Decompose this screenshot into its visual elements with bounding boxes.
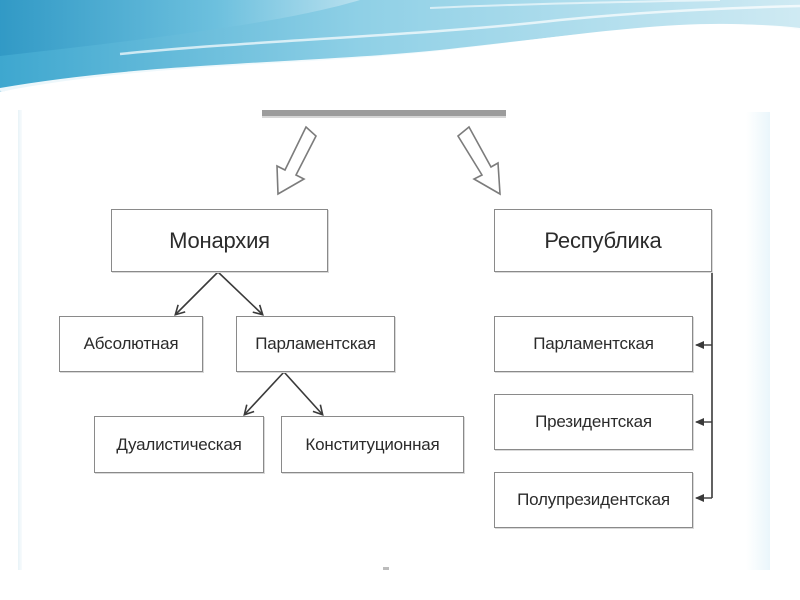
wave-highlight-1	[0, 24, 800, 92]
hollow-arrow-to-republic	[456, 125, 501, 196]
parliamentary-republic-label: Парламентская	[533, 334, 654, 353]
header-wave-banner	[0, 0, 800, 92]
wave-highlight-2	[119, 4, 800, 56]
monarchy-label: Монархия	[169, 227, 270, 253]
dualistic-monarchy-box: Дуалистическая	[94, 416, 264, 473]
parliamentary-republic-box: Парламентская	[494, 316, 693, 372]
constitutional-monarchy-box: Конституционная	[281, 416, 464, 473]
monarchy-box: Монархия	[111, 209, 328, 272]
arrow-monarchy-absolute	[174, 271, 219, 316]
arrow-parl-constitutional	[283, 371, 324, 416]
arrow-parl-dualistic	[243, 371, 285, 416]
bottom-dash-mark	[383, 567, 389, 570]
wave-highlight-3	[429, 0, 721, 9]
root-bar	[262, 110, 506, 116]
presidential-republic-label: Президентская	[535, 412, 652, 431]
semipresidential-republic-box: Полупрезидентская	[494, 472, 693, 528]
wave-band-front	[0, 0, 360, 56]
constitutional-monarchy-label: Конституционная	[305, 434, 440, 454]
absolute-monarchy-label: Абсолютная	[83, 334, 179, 353]
frame-edge-left	[18, 110, 24, 570]
root-bar-shadow	[262, 116, 506, 118]
dualistic-monarchy-label: Дуалистическая	[116, 434, 242, 454]
absolute-monarchy-box: Абсолютная	[59, 316, 203, 372]
parliamentary-monarchy-box: Парламентская	[236, 316, 395, 372]
semipresidential-republic-label: Полупрезидентская	[517, 490, 670, 509]
arrow-monarchy-parliamentary	[217, 271, 264, 316]
frame-edge-right	[746, 112, 770, 570]
republic-label: Республика	[544, 227, 662, 253]
parliamentary-monarchy-label: Парламентская	[255, 334, 376, 353]
republic-box: Республика	[494, 209, 712, 272]
hollow-arrow-to-monarchy	[276, 125, 317, 196]
presidential-republic-box: Президентская	[494, 394, 693, 450]
